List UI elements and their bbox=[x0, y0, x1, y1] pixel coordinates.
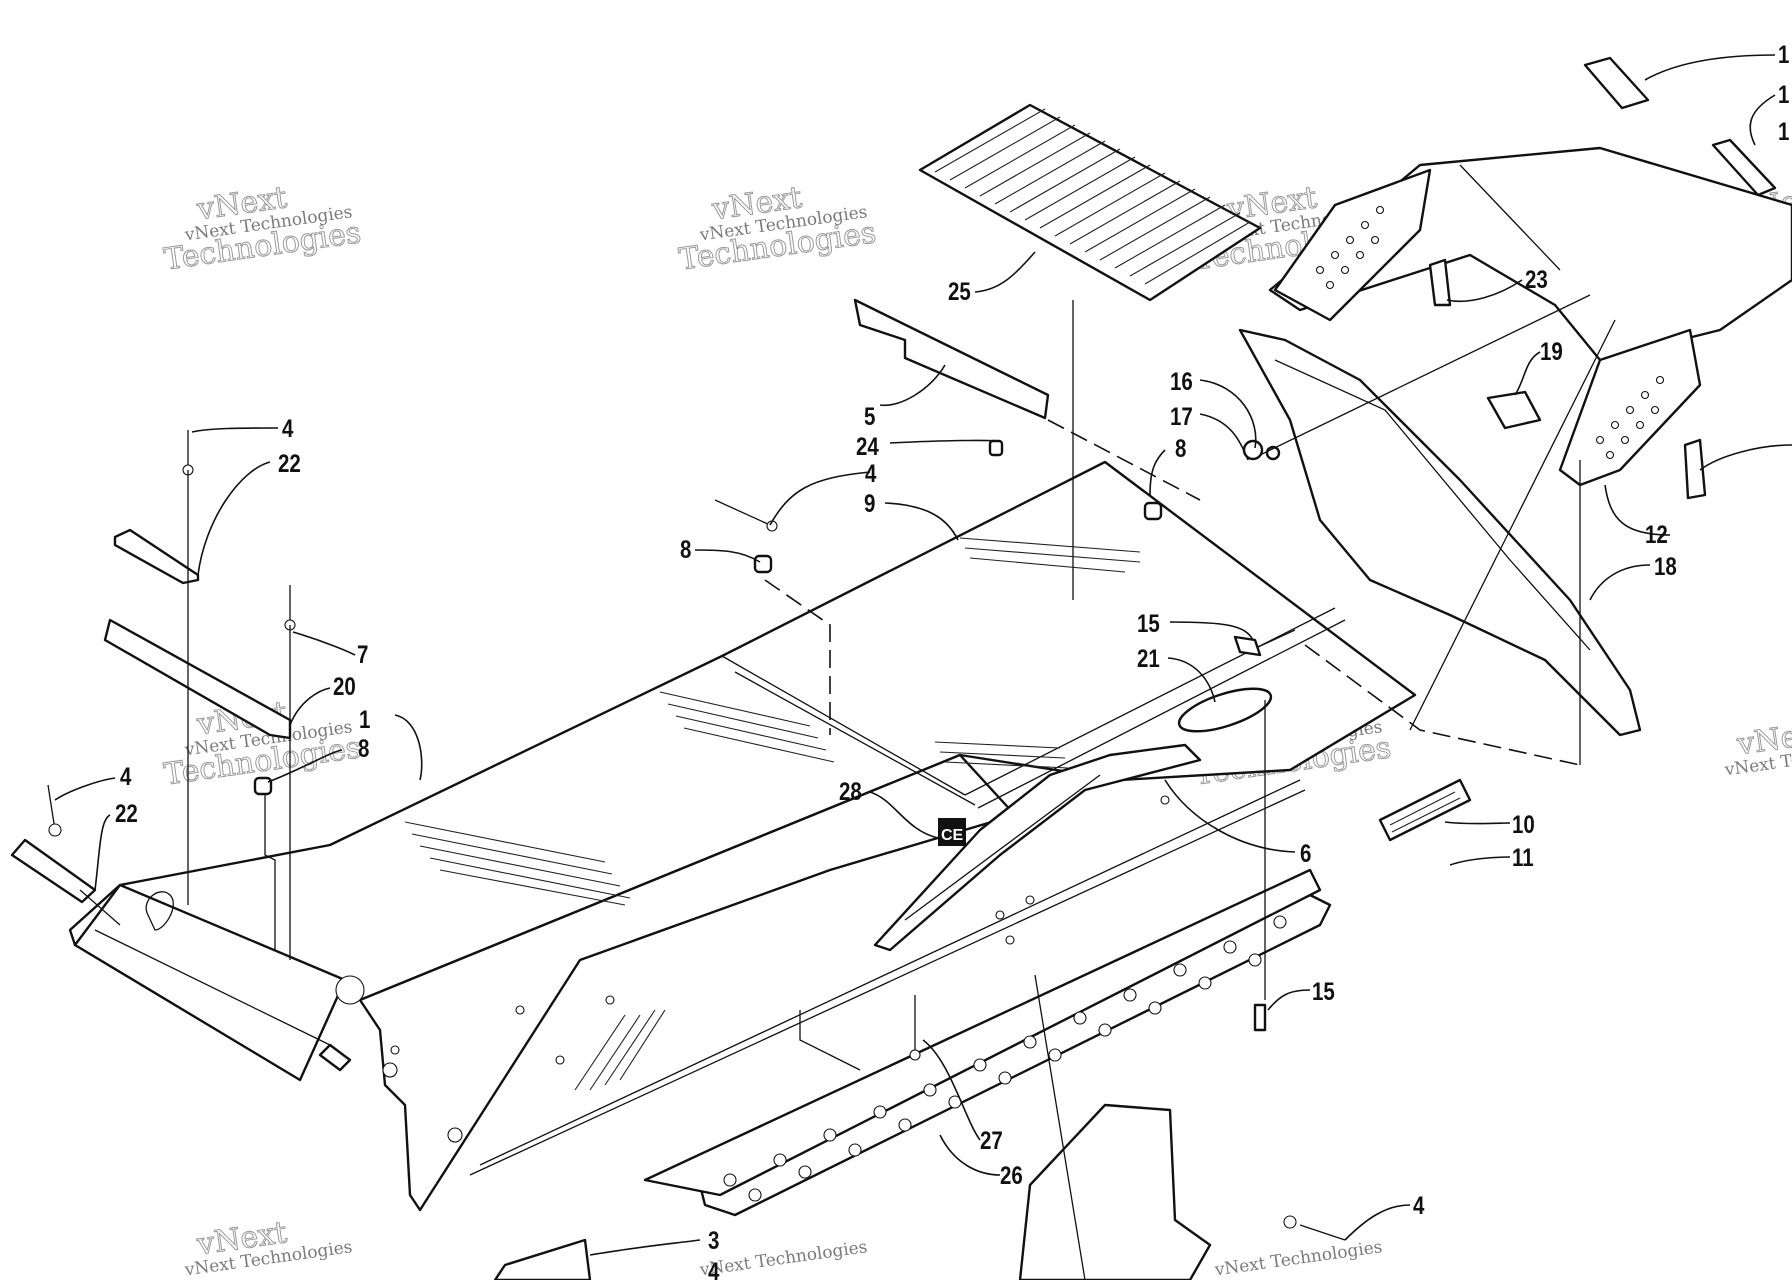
callout-7: 7 bbox=[357, 640, 368, 668]
callout-25: 25 bbox=[948, 277, 971, 305]
callout-22: 22 bbox=[115, 799, 138, 827]
callout-18: 18 bbox=[1654, 552, 1677, 580]
callout-1-partial: 1 bbox=[1778, 80, 1790, 108]
callout-16: 16 bbox=[1170, 367, 1193, 395]
callout-4: 4 bbox=[282, 414, 294, 442]
callout-5: 5 bbox=[864, 402, 876, 430]
callout-28: 28 bbox=[839, 777, 862, 805]
callout-21: 21 bbox=[1137, 644, 1160, 672]
callout-20: 20 bbox=[333, 672, 356, 700]
front-brackets bbox=[10, 528, 352, 1072]
watermark-company: vNext Technologies bbox=[1213, 1237, 1384, 1280]
tunnel-rivet-holes bbox=[335, 795, 1170, 1143]
ce-mark-text: CE bbox=[941, 827, 964, 844]
callout-24: 24 bbox=[856, 432, 879, 460]
callout-17: 17 bbox=[1170, 402, 1193, 430]
bumper-left-holes bbox=[1315, 205, 1385, 290]
decals-and-clips: CE bbox=[938, 56, 1777, 846]
callout-12: 12 bbox=[1645, 520, 1668, 548]
callout-8: 8 bbox=[680, 535, 692, 563]
callout-4: 4 bbox=[1413, 1191, 1425, 1219]
callout-27: 27 bbox=[980, 1126, 1003, 1154]
callout-6: 6 bbox=[1300, 839, 1311, 867]
callout-26: 26 bbox=[1000, 1161, 1023, 1189]
assembly-lines bbox=[79, 294, 1616, 1280]
callout-3: 3 bbox=[708, 1226, 719, 1254]
callout-4: 4 bbox=[708, 1257, 720, 1280]
strip-part-5 bbox=[853, 298, 1050, 420]
leader-lines bbox=[54, 54, 1792, 1256]
rear-bracket bbox=[493, 1103, 1212, 1280]
callout-labels: 4 22 7 20 1 8 4 22 25 5 24 4 9 8 8 28 16… bbox=[115, 40, 1790, 1280]
callout-4: 4 bbox=[865, 459, 877, 487]
callout-11: 11 bbox=[1512, 843, 1534, 871]
callout-15: 15 bbox=[1312, 977, 1335, 1005]
rear-bumper-assembly bbox=[1238, 146, 1792, 737]
callout-9: 9 bbox=[864, 489, 875, 517]
callout-1: 1 bbox=[359, 705, 371, 733]
running-board-part-26 bbox=[643, 868, 1332, 1217]
tunnel-part-1 bbox=[68, 460, 1417, 1212]
callout-15: 15 bbox=[1137, 609, 1160, 637]
callout-8: 8 bbox=[358, 734, 370, 762]
running-board-perforations bbox=[723, 915, 1287, 1202]
side-trim-part-6 bbox=[873, 743, 1202, 952]
tunnel-hatching bbox=[404, 537, 1141, 1091]
watermark-company: vNext Technologies bbox=[698, 1237, 869, 1280]
seat-pad-ribs bbox=[934, 108, 1251, 285]
bumper-right-holes bbox=[1595, 375, 1665, 460]
callout-1-partial: 1 bbox=[1778, 40, 1790, 68]
callout-23: 23 bbox=[1525, 265, 1548, 293]
fasteners bbox=[47, 430, 1346, 1241]
callout-1-partial: 1 bbox=[1778, 117, 1790, 145]
callout-10: 10 bbox=[1512, 810, 1535, 838]
callout-4: 4 bbox=[120, 762, 132, 790]
callout-8: 8 bbox=[1175, 434, 1187, 462]
ce-mark bbox=[938, 818, 966, 846]
callout-22: 22 bbox=[278, 449, 301, 477]
callout-19: 19 bbox=[1540, 337, 1563, 365]
seat-pad-part-25 bbox=[918, 103, 1262, 302]
